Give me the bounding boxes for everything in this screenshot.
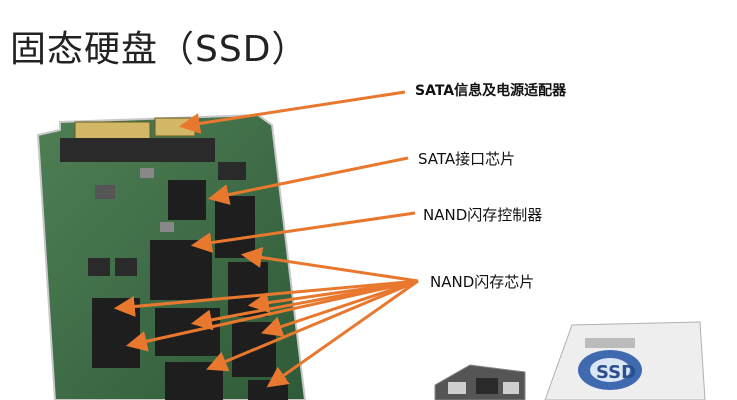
callout-arrows — [113, 90, 419, 388]
chip-sata-interface — [168, 180, 206, 220]
label-nand-chips: NAND闪存芯片 — [430, 273, 535, 291]
label-sata-connector: SATA信息及电源适配器 — [415, 83, 567, 99]
arrow-nand-chip-1 — [240, 247, 419, 283]
arrow-nand-controller — [190, 211, 416, 253]
arrow-nand-chip-8 — [266, 279, 419, 388]
sata-connector — [60, 117, 215, 162]
arrow-nand-chip-3 — [113, 279, 419, 317]
label-sata-chip: SATA接口芯片 — [418, 150, 516, 168]
product-logo: SSD — [596, 362, 636, 383]
arrow-sata-chip — [207, 156, 409, 205]
label-nand-controller: NAND闪存控制器 — [423, 206, 543, 224]
arrow-sata-connector — [178, 90, 406, 134]
arrow-nand-chip-5 — [261, 279, 419, 337]
arrow-nand-chip-6 — [125, 279, 419, 352]
ssd-product-photo: SSD — [434, 321, 706, 400]
page-title: 固态硬盘（SSD） — [10, 29, 309, 70]
chip-nand-controller — [215, 196, 255, 258]
small-components — [88, 162, 246, 276]
arrow-nand-chip-7 — [206, 279, 419, 372]
